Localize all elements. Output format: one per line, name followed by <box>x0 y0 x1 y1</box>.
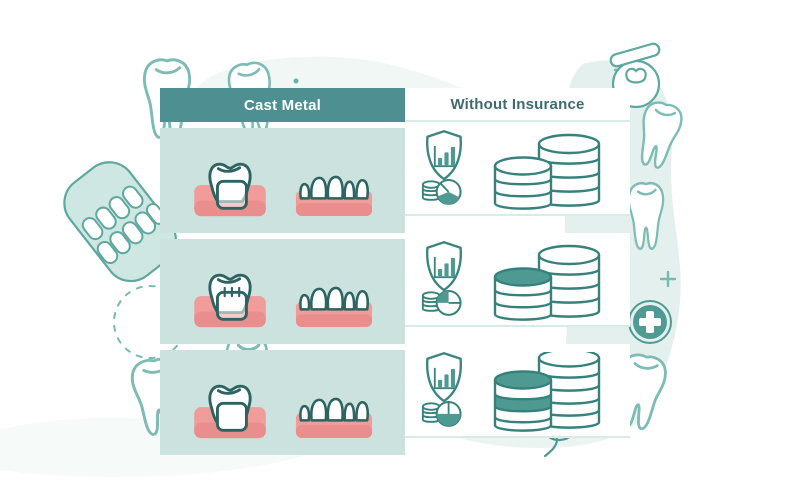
dot-icon <box>293 78 299 84</box>
plus-sign-icon <box>659 270 677 288</box>
crown-with-clasps-icon <box>193 273 266 328</box>
table-row <box>160 122 630 233</box>
insurance-label: Without Insurance <box>450 95 585 113</box>
pie-chart-coins-icon <box>421 400 462 427</box>
shield-bar-chart-icon <box>421 352 463 427</box>
table-header: Cast Metal Without Insurance <box>160 88 630 122</box>
crown-cell <box>160 350 405 455</box>
pie-chart-coins-icon <box>421 178 462 205</box>
cost-cell <box>405 344 630 438</box>
table-row <box>160 344 630 455</box>
teeth-row-icon <box>295 175 372 216</box>
crown-cap-icon <box>193 384 266 439</box>
shield-bar-chart-icon <box>421 241 463 316</box>
cost-cell <box>405 233 630 327</box>
crown-cell <box>160 239 405 344</box>
pricing-table: Cast Metal Without Insurance <box>160 88 630 455</box>
teeth-row-icon <box>295 397 372 438</box>
column-header-material: Cast Metal <box>160 88 405 122</box>
coin-stacks-icon <box>493 244 601 321</box>
pie-chart-coins-icon <box>421 289 462 316</box>
material-label: Cast Metal <box>243 96 322 114</box>
coin-stacks-icon <box>493 352 601 432</box>
medical-cross-icon <box>628 300 672 344</box>
crown-cell <box>160 128 405 233</box>
cost-cell <box>405 122 630 216</box>
crown-on-tooth-icon <box>193 162 266 217</box>
shield-bar-chart-icon <box>421 130 463 205</box>
coin-stacks-icon <box>493 133 601 210</box>
jaw-dentures-icon <box>63 161 178 283</box>
teeth-row-icon <box>295 286 372 327</box>
column-header-insurance: Without Insurance <box>405 88 630 122</box>
table-row <box>160 233 630 344</box>
